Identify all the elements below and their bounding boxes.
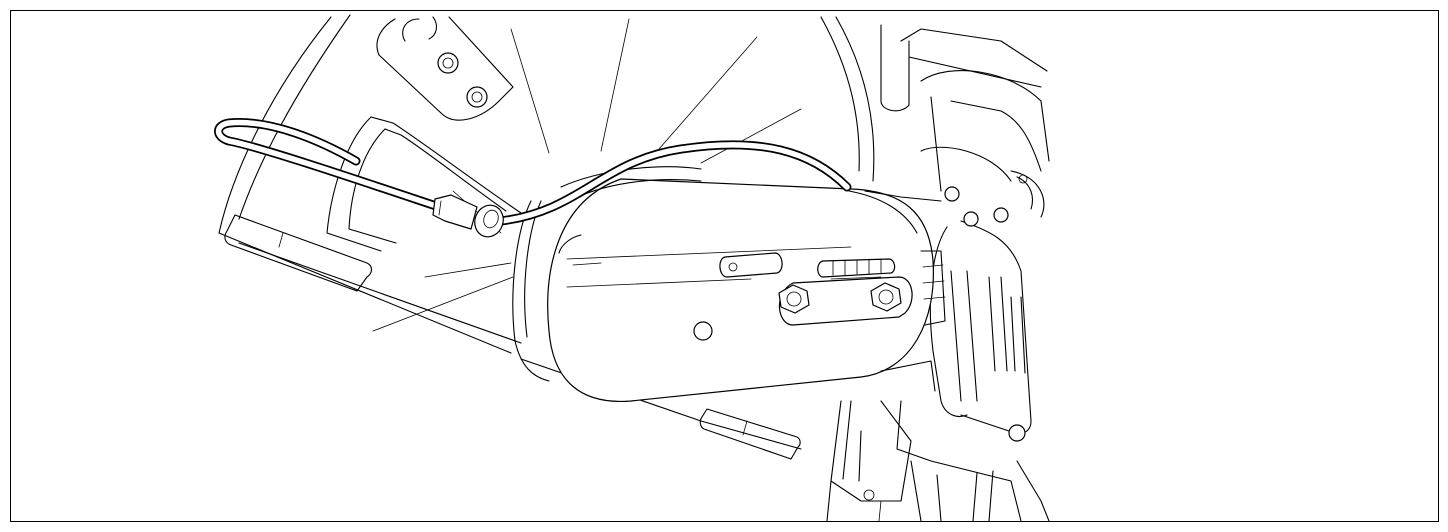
hose-connector xyxy=(432,194,504,238)
drive-spindle xyxy=(864,190,946,392)
engine-housing xyxy=(880,24,1050,442)
belt-guard-cover xyxy=(512,166,934,403)
tension-screw xyxy=(719,252,783,278)
guard-skid-right xyxy=(699,408,801,460)
upper-arm-bracket xyxy=(376,16,514,121)
illustration-frame xyxy=(10,10,1439,522)
water-hose xyxy=(214,118,852,226)
guard-skid-left xyxy=(224,214,373,292)
adjuster-plate xyxy=(778,258,913,326)
cut-off-saw-illustration xyxy=(214,14,1050,521)
lower-frame xyxy=(826,400,1050,521)
blade-spokes xyxy=(372,18,802,332)
